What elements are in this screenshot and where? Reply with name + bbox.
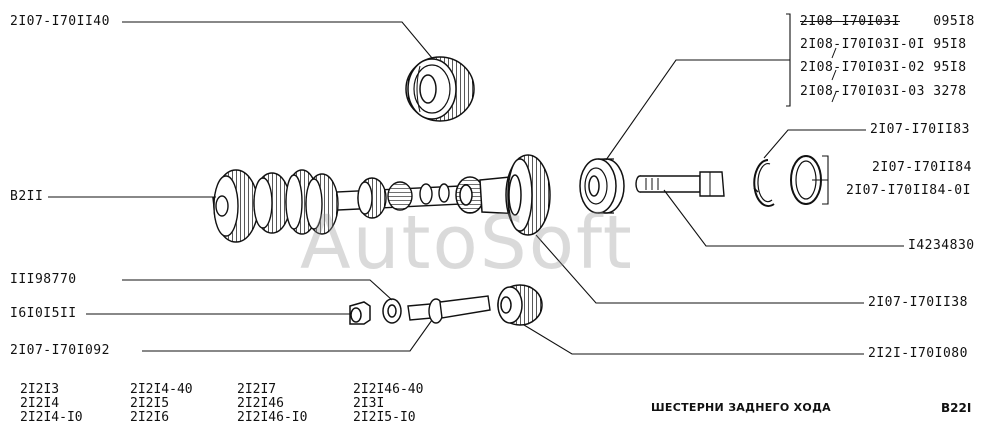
footer-column: 2I2I7 2I2I46 2I2I46-I0 — [237, 383, 307, 425]
top-gear-icon — [405, 56, 475, 122]
bearing-icon — [579, 158, 625, 214]
model-code: 2I2I4 — [20, 396, 60, 411]
model-code: 2I3I — [353, 396, 385, 411]
model-code: 2I2I46-I0 — [237, 410, 308, 425]
model-code: 2I2I6 — [130, 410, 170, 425]
bearing-code: 3278 — [933, 84, 967, 99]
label-axle-bolt: 2I07-I70I092 — [10, 343, 110, 358]
bearing-group-row: 2I08-I70I03I 095I8 — [800, 14, 975, 29]
bearing-part: 2I08-I70I03I — [800, 14, 900, 29]
footer-column: 2I2I4-40 2I2I5 2I2I6 — [130, 383, 193, 425]
label-bolt: I4234830 — [908, 238, 975, 253]
label-middle-gear: 2I07-I70II38 — [868, 295, 968, 310]
model-code: 2I2I5 — [130, 396, 170, 411]
label-small-gear: 2I2I-I70I080 — [868, 346, 968, 361]
small-gear-icon — [497, 284, 543, 326]
label-washer: III98770 — [10, 272, 77, 287]
model-code: 2I2I46 — [237, 396, 284, 411]
washer-icon — [382, 298, 402, 324]
bolt-icon — [635, 171, 725, 197]
bearing-group-row: 2I08-I70I03I-02 95I8 — [800, 60, 967, 75]
model-code: 2I2I46-40 — [353, 382, 424, 397]
ring-group-item: 2I07-I70II84 — [872, 160, 972, 175]
nut-icon — [349, 301, 371, 325]
bearing-code: 95I8 — [933, 37, 967, 52]
bearing-part: 2I08-I70I03I-02 — [800, 60, 925, 75]
footer-column: 2I2I46-40 2I3I 2I2I5-I0 — [353, 383, 423, 425]
label-nut: I6I0I5II — [10, 306, 77, 321]
model-code: 2I2I5-I0 — [353, 410, 416, 425]
main-shaft-icon — [212, 169, 463, 243]
bearing-part: 2I08-I70I03I-0I — [800, 37, 925, 52]
bearing-group-row: 2I08-I70I03I-0I 95I8 — [800, 37, 967, 52]
bearing-group-row: 2I08-I70I03I-03 3278 — [800, 84, 967, 99]
diagram-title: ШЕСТЕРНИ ЗАДНЕГО ХОДА — [651, 401, 831, 414]
model-code: 2I2I3 — [20, 382, 60, 397]
leader-lines — [48, 13, 904, 355]
footer-column: 2I2I3 2I2I4 2I2I4-I0 — [20, 383, 83, 425]
label-snap-ring: 2I07-I70II83 — [870, 122, 970, 137]
axle-bolt-icon — [407, 295, 491, 324]
bearing-part: 2I08-I70I03I-03 — [800, 84, 925, 99]
bearing-code: 095I8 — [933, 14, 975, 29]
bearing-code: 95I8 — [933, 60, 967, 75]
model-code: 2I2I4-I0 — [20, 410, 83, 425]
watermark: AutoSoft — [300, 200, 634, 286]
middle-gear-icon — [455, 154, 551, 236]
label-main-shaft: B2II — [10, 189, 44, 204]
snap-ring-icon — [753, 159, 775, 207]
sheet-number: B22I — [941, 401, 972, 415]
label-top-gear: 2I07-I70II40 — [10, 14, 110, 29]
ring-group-item: 2I07-I70II84-0I — [846, 183, 971, 198]
model-code: 2I2I7 — [237, 382, 277, 397]
model-code: 2I2I4-40 — [130, 382, 193, 397]
